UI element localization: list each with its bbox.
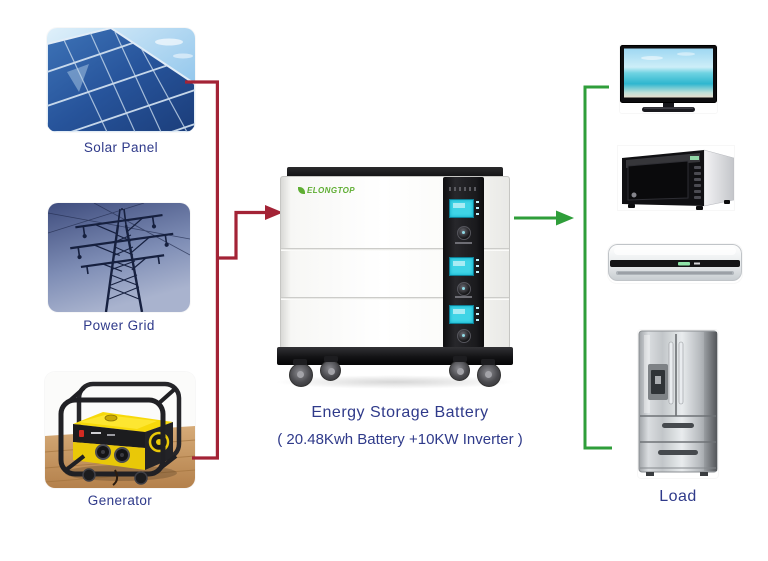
microwave-photo: [622, 149, 734, 210]
load-label: Load: [659, 488, 697, 505]
input-connector-lines: [185, 80, 266, 460]
green-arrow-icon: [556, 210, 574, 226]
refrigerator-photo: [638, 330, 718, 476]
caster-wheel-icon: [289, 359, 313, 387]
inverter-power-button-icon: [457, 226, 471, 240]
module-seam: [281, 297, 509, 300]
inverter-label-mark: [455, 242, 472, 244]
brand-logo: ELONGTOP: [298, 186, 355, 195]
battery1-power-button-icon: [457, 282, 471, 296]
tv-photo: [620, 45, 717, 112]
inverter-lcd-display: [449, 199, 474, 218]
leaf-icon: [298, 187, 305, 194]
vent-grille-icon: [449, 187, 478, 191]
tv-image: [620, 45, 717, 113]
battery-top-cap: [287, 167, 503, 178]
battery1-label-mark: [455, 296, 472, 298]
air-conditioner-photo: [608, 244, 742, 281]
caster-wheel-icon: [449, 356, 470, 381]
battery1-lcd-display: [449, 257, 474, 276]
energy-storage-battery-unit: ELONGTOP: [274, 167, 516, 389]
generator-image: [45, 372, 195, 488]
brand-name: ELONGTOP: [307, 186, 355, 195]
battery-title: Energy Storage Battery: [311, 404, 489, 421]
battery2-lcd-display: [449, 305, 474, 324]
battery2-power-button-icon: [457, 329, 471, 343]
microwave-image: [618, 146, 734, 210]
caster-wheel-icon: [320, 356, 341, 381]
refrigerator-image: [638, 330, 718, 478]
battery-base-plinth: [277, 347, 513, 365]
red-line-branch-to-battery: [217, 210, 266, 260]
power-grid-image: [48, 203, 190, 312]
generator-photo: [45, 372, 195, 488]
power-grid-label: Power Grid: [83, 318, 155, 333]
battery-control-strip: [443, 177, 484, 348]
battery2-status-leds: [476, 307, 479, 323]
battery-cabinet: ELONGTOP: [280, 176, 510, 349]
solar-panel-photo: [47, 28, 195, 132]
module-seam: [281, 248, 509, 251]
solar-panel-image: [47, 28, 195, 132]
generator-label: Generator: [87, 493, 153, 508]
battery1-status-leds: [476, 259, 479, 275]
caster-wheel-icon: [477, 359, 501, 387]
output-connector-lines: [514, 85, 612, 450]
air-conditioner-image: [608, 244, 742, 283]
battery-subtitle: ( 20.48Kwh Battery +10KW Inverter ): [277, 431, 523, 448]
solar-panel-label: Solar Panel: [83, 140, 159, 155]
power-grid-photo: [48, 203, 190, 312]
inverter-status-leds: [476, 201, 479, 217]
